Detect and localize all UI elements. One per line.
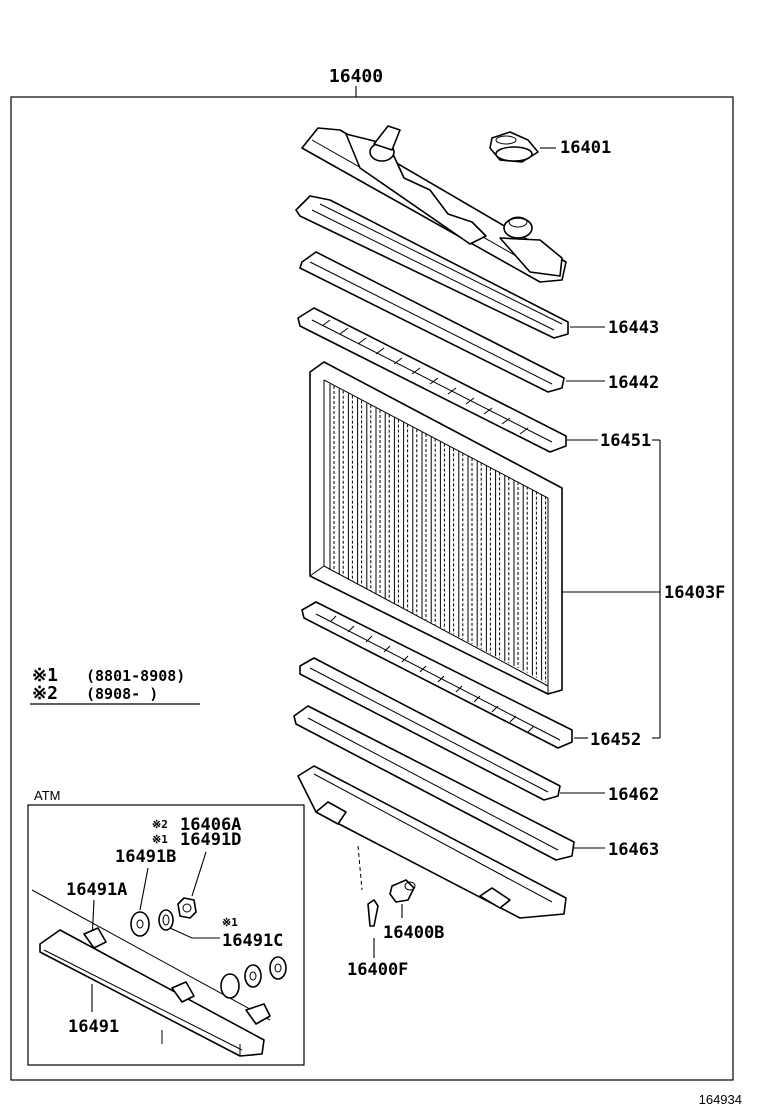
atm-label-16406A: 16406A [180,815,241,835]
label-16401: 16401 [560,138,611,158]
atm-leader-16491D [191,851,207,897]
atm-label-16491D: 16491D [180,830,241,850]
label-16462: 16462 [608,785,659,805]
label-16400F: 16400F [347,960,408,980]
upper-tank [301,125,567,283]
legend-range-2: (8908- ) [86,685,158,703]
atm-oil-cooler [31,889,287,1057]
atm-nut [177,897,197,919]
lower-core-plate [301,601,573,749]
legend: ※1 (8801-8908) ※2 (8908- ) [30,665,200,705]
atm-gasket-ring [158,909,174,931]
core-fins [329,384,547,683]
atm-leader-16491C [169,927,220,939]
radiator-core [309,361,563,695]
atm-mark-16491C: ※1 [222,916,238,929]
atm-inset-frame [27,804,305,1066]
lower-tank-frame [293,705,575,861]
legend-mark-1: ※1 [32,665,58,686]
drain-plug [357,845,379,927]
atm-mark-16491D: ※1 [152,833,168,846]
label-16403F: 16403F [664,583,725,603]
upper-gasket [299,251,565,393]
atm-mark-16406A: ※2 [152,818,168,831]
atm-label-16491C: 16491C [222,931,283,951]
label-16443: 16443 [608,318,659,338]
label-16452: 16452 [590,730,641,750]
label-16463: 16463 [608,840,659,860]
label-16442: 16442 [608,373,659,393]
drain-cock [389,879,416,903]
lower-gasket [299,657,561,801]
label-16400B: 16400B [383,923,444,943]
atm-washer [130,911,150,937]
atm-label-16491A: 16491A [66,880,127,900]
legend-mark-2: ※2 [32,683,58,704]
atm-label-16491: 16491 [68,1017,119,1037]
label-16451: 16451 [600,431,651,451]
lower-tank [297,765,567,919]
atm-title: ATM [34,788,60,803]
assembly-label: 16400 [329,66,383,87]
upper-core-plate [297,307,567,453]
legend-range-1: (8801-8908) [86,667,185,685]
atm-leader-16491B [139,867,149,911]
assembly-frame [10,96,734,1081]
document-code: 164934 [699,1092,742,1107]
upper-tank-frame [295,195,569,339]
atm-label-16491B: 16491B [115,847,176,867]
radiator-cap [489,131,539,163]
